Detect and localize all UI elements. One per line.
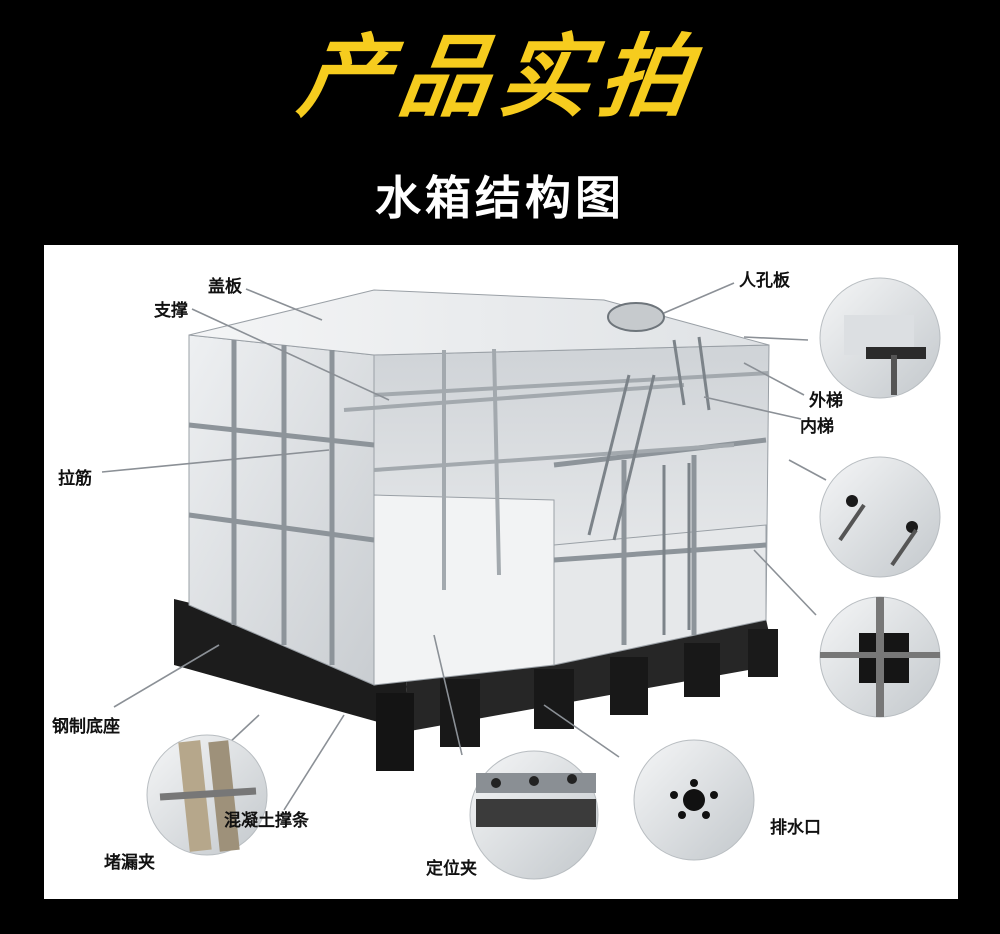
detail-circle-locating-clamp <box>469 750 599 880</box>
label-tie-bar: 拉筋 <box>58 469 92 489</box>
label-leak-clamp: 堵漏夹 <box>104 853 155 873</box>
tank-illustration <box>101 277 941 880</box>
water-tank <box>188 289 770 686</box>
detail-circle-top <box>819 277 941 399</box>
label-inner-ladder: 内梯 <box>800 417 834 437</box>
label-steel-base: 钢制底座 <box>52 717 120 737</box>
label-cover: 盖板 <box>208 277 242 297</box>
detail-circle-upper <box>819 456 941 578</box>
label-outer-ladder: 外梯 <box>809 391 843 411</box>
label-support: 支撑 <box>154 301 188 321</box>
detail-circle-leak-clamp <box>146 734 268 856</box>
steel-base <box>174 599 778 771</box>
detail-circle-lower <box>819 596 941 718</box>
detail-circle-drain <box>633 739 755 861</box>
label-concrete-strip: 混凝土撑条 <box>224 811 309 831</box>
diagram-panel: 盖板 支撑 拉筋 人孔板 外梯 内梯 钢制底座 混凝土撑条 堵漏夹 定位夹 排水… <box>44 245 958 899</box>
label-locating-clamp: 定位夹 <box>426 859 477 879</box>
label-manhole: 人孔板 <box>739 271 790 291</box>
label-drain: 排水口 <box>770 818 821 838</box>
diagram-subtitle: 水箱结构图 <box>375 171 625 225</box>
banner-title: 产品实拍 <box>292 25 708 130</box>
